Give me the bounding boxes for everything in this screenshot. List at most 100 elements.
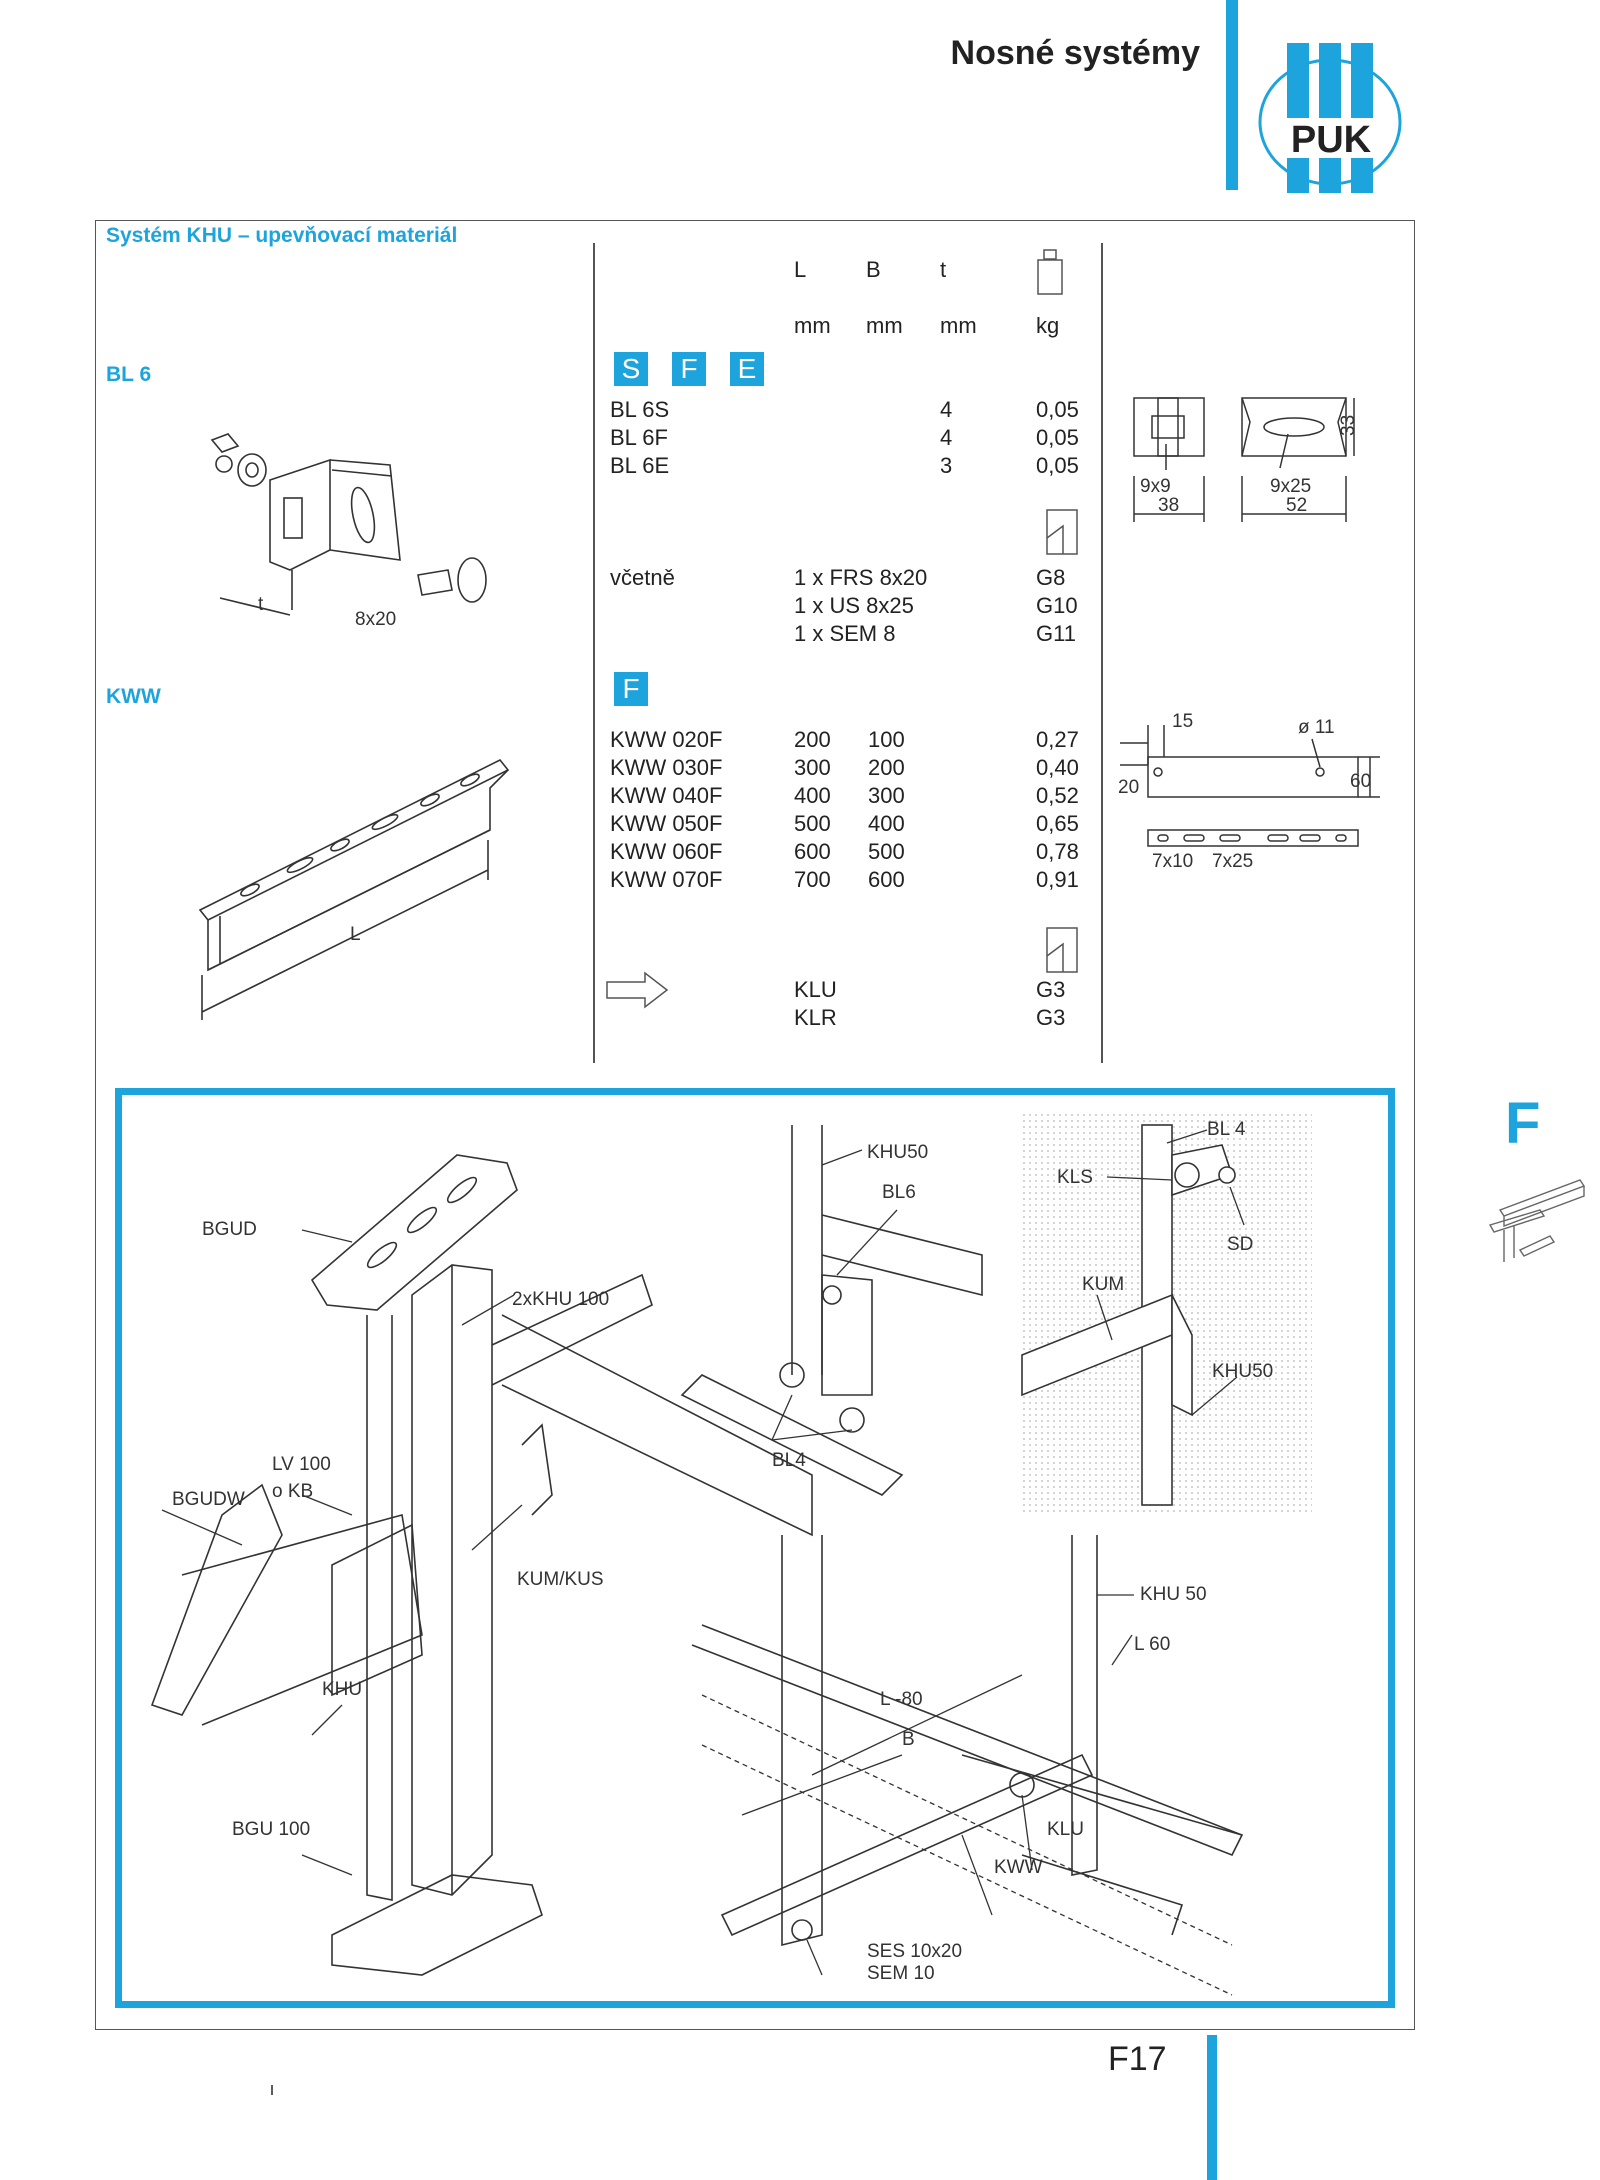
label-khu50-a: KHU50	[867, 1142, 928, 1163]
bl6-heading: BL 6	[106, 363, 152, 386]
label-sem: SEM 10	[867, 1963, 935, 1984]
label-kls: KLS	[1057, 1167, 1093, 1188]
label-kww: KWW	[994, 1857, 1043, 1878]
table-row: KWW 040F 400 300 0,52	[610, 782, 1090, 810]
see-also-list: KLU G3 KLR G3	[794, 976, 1094, 1032]
table-row: KWW 070F 700 600 0,91	[610, 866, 1090, 894]
table-row: BL 6F 4 0,05	[610, 424, 1090, 452]
bl6-bracket-drawing: t 8x20	[210, 433, 487, 630]
column-divider-left	[593, 243, 595, 1063]
label-ses: SES 10x20	[867, 1941, 962, 1962]
table-row: KWW 060F 600 500 0,78	[610, 838, 1090, 866]
label-bl6: BL6	[882, 1182, 916, 1203]
row-L: 500	[794, 811, 831, 836]
label-lv100: LV 100	[272, 1454, 331, 1475]
bl6-hole2-label: 9x25	[1270, 476, 1311, 497]
table-row: KWW 050F 500 400 0,65	[610, 810, 1090, 838]
table-row: BL 6S 4 0,05	[610, 396, 1090, 424]
list-item: 1 x FRS 8x20 G8	[794, 564, 1094, 592]
row-name: KWW 070F	[610, 867, 723, 892]
row-t: 3	[940, 453, 953, 478]
row-t: 4	[940, 397, 953, 422]
content-frame	[95, 220, 1415, 2030]
row-kg: 0,05	[1036, 397, 1079, 422]
row-L: 300	[794, 755, 831, 780]
list-item: KLR G3	[794, 1004, 1094, 1032]
label-kum: KUM	[1082, 1274, 1124, 1295]
row-B: 400	[868, 811, 905, 836]
bl6-hole1-label: 9x9	[1140, 476, 1171, 497]
kww-table: KWW 020F 200 100 0,27 KWW 030F 300 200 0…	[610, 726, 1090, 894]
row-name: BL 6F	[610, 425, 668, 450]
row-kg: 0,40	[1036, 755, 1079, 780]
kww-heading: KWW	[106, 685, 161, 708]
include-item: 1 x FRS 8x20	[794, 565, 928, 590]
bl6-h-label: 33	[1338, 415, 1359, 436]
row-name: KWW 030F	[610, 755, 723, 780]
row-kg: 0,27	[1036, 727, 1079, 752]
label-bgudw: BGUDW	[172, 1489, 245, 1510]
include-item: 1 x US 8x25	[794, 593, 914, 618]
col-header-L: L	[794, 257, 807, 282]
row-name: BL 6S	[610, 397, 670, 422]
label-klu: KLU	[1047, 1819, 1084, 1840]
bl6-w1-label: 38	[1158, 495, 1179, 516]
badge-F: F	[672, 352, 706, 386]
row-t: 4	[940, 425, 953, 450]
row-L: 700	[794, 867, 831, 892]
installation-drawings: BGUD 2xKHU 100 LV 100 o KB BGUDW KUM/KUS…	[150, 1111, 1312, 2095]
side-tab-letter: F	[1505, 1091, 1541, 1156]
kww-dia-label: ø 11	[1298, 717, 1335, 738]
label-bgu100: BGU 100	[232, 1819, 310, 1840]
kww-L-label: L	[350, 924, 361, 945]
label-bl4-a: BL4	[772, 1450, 806, 1471]
label-bl4-b: BL 4	[1207, 1119, 1246, 1140]
page-title: Nosné systémy	[950, 34, 1200, 72]
include-ref: G11	[1036, 621, 1076, 646]
label-kum-kus: KUM/KUS	[517, 1569, 604, 1590]
catalog-ref-icon	[1046, 927, 1078, 973]
label-khu50-c: KHU 50	[1140, 1584, 1207, 1605]
footer-accent-bar	[1207, 2035, 1217, 2180]
installation-illustration	[115, 1088, 1395, 2008]
include-item: 1 x SEM 8	[794, 621, 896, 646]
row-kg: 0,91	[1036, 867, 1079, 892]
catalog-ref-icon	[1046, 509, 1078, 555]
see-also-arrow-icon	[606, 971, 669, 1009]
section-title: Systém KHU – upevňovací materiál	[106, 224, 458, 247]
bl6-w2-label: 52	[1286, 495, 1307, 516]
col-unit-L: mm	[794, 313, 831, 338]
col-header-t: t	[940, 257, 947, 282]
bl6-table: BL 6S 4 0,05 BL 6F 4 0,05 BL 6E 3 0,05	[610, 396, 1090, 480]
side-tab-rail-icon	[1488, 1179, 1586, 1262]
includes-label: včetně	[610, 565, 675, 590]
include-ref: G10	[1036, 593, 1078, 618]
label-l80: L -80	[880, 1689, 923, 1710]
header-accent-bar	[1226, 0, 1238, 190]
bl6-dimension-drawing: 9x9 9x25 38 52 33	[1133, 397, 1359, 522]
column-divider-right	[1101, 243, 1103, 1063]
puk-logo: PUK	[1258, 43, 1402, 193]
row-L: 200	[794, 727, 831, 752]
badge-S: S	[614, 352, 648, 386]
row-kg: 0,05	[1036, 425, 1079, 450]
label-khu50-b: KHU50	[1212, 1361, 1273, 1382]
label-l60: L 60	[1134, 1634, 1170, 1655]
kww-d60-label: 60	[1350, 771, 1371, 792]
row-kg: 0,65	[1036, 811, 1079, 836]
table-row: KWW 030F 300 200 0,40	[610, 754, 1090, 782]
see-also-ref: G3	[1036, 1005, 1066, 1030]
include-ref: G8	[1036, 565, 1066, 590]
row-kg: 0,52	[1036, 783, 1079, 808]
badge-F-kww: F	[614, 672, 648, 706]
row-B: 100	[868, 727, 905, 752]
list-item: 1 x US 8x25 G10	[794, 592, 1094, 620]
row-name: KWW 020F	[610, 727, 723, 752]
see-also-item: KLU	[794, 977, 837, 1002]
row-kg: 0,05	[1036, 453, 1079, 478]
row-L: 600	[794, 839, 831, 864]
label-khu: KHU	[322, 1679, 362, 1700]
see-also-item: KLR	[794, 1005, 837, 1030]
badge-E: E	[730, 352, 764, 386]
row-kg: 0,78	[1036, 839, 1079, 864]
